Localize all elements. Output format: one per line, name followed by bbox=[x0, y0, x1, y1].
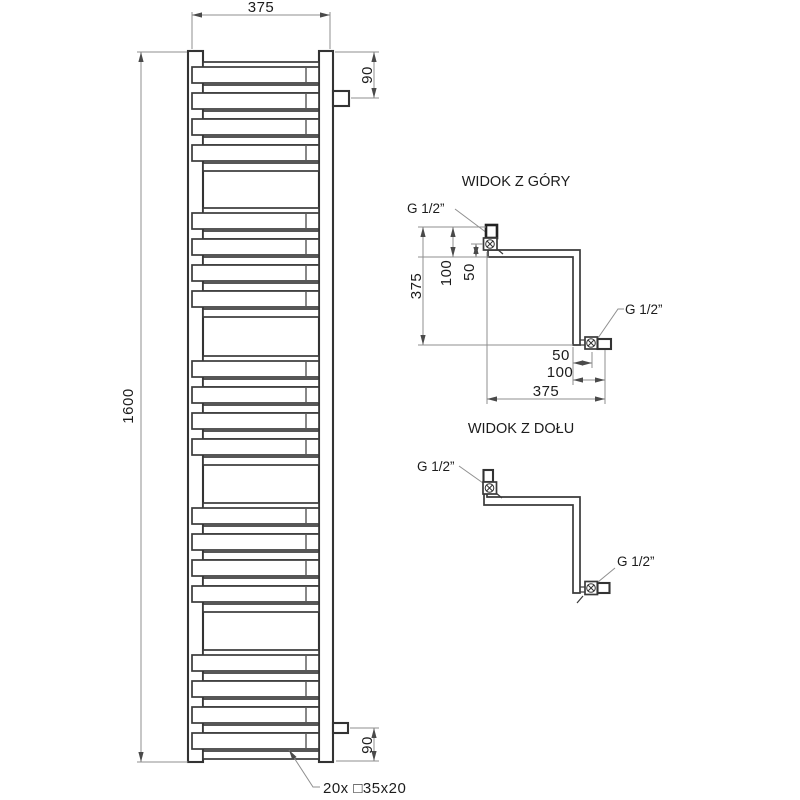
rung-front bbox=[191, 386, 320, 404]
pipe-stub-top-right bbox=[331, 89, 351, 108]
rung-front bbox=[191, 144, 320, 162]
rung-front bbox=[191, 92, 320, 110]
top-view-dim-100: 100 bbox=[438, 260, 455, 287]
dim-height-label: 1600 bbox=[120, 388, 137, 423]
valve-icon bbox=[584, 336, 599, 350]
top-view-dim-50: 50 bbox=[461, 263, 478, 281]
dim-width-label: 375 bbox=[248, 0, 275, 16]
top-view-dim-375: 375 bbox=[408, 273, 425, 300]
valve-cross-line bbox=[587, 339, 595, 347]
rung-back bbox=[202, 525, 320, 535]
top-view-title: WIDOK Z GÓRY bbox=[462, 173, 571, 190]
fitting-stub-icon bbox=[596, 581, 611, 595]
rung-back bbox=[202, 282, 320, 292]
bottom-view-outlet-label: G 1/2” bbox=[617, 554, 655, 569]
rung-front bbox=[191, 118, 320, 136]
rung-front bbox=[191, 290, 320, 308]
rung-back bbox=[202, 750, 320, 760]
rung-front bbox=[191, 654, 320, 672]
rung-spec-label: 20x □35x20 bbox=[323, 780, 406, 797]
tube-profile-top-view bbox=[487, 249, 581, 346]
fitting-stub-icon bbox=[596, 337, 613, 351]
top-view-dim-b50: 50 bbox=[552, 347, 570, 364]
valve-icon bbox=[584, 580, 599, 596]
rung-back bbox=[202, 603, 320, 613]
fitting-stub-icon bbox=[484, 223, 499, 240]
valve-cross-line bbox=[486, 484, 493, 492]
rung-front bbox=[191, 264, 320, 282]
rung-front bbox=[191, 412, 320, 430]
rung-front bbox=[191, 507, 320, 525]
valve-cross-line bbox=[486, 240, 494, 248]
rung-back bbox=[202, 230, 320, 240]
leader-line bbox=[458, 465, 484, 484]
bottom-view-inlet-label: G 1/2” bbox=[417, 459, 455, 474]
valve-icon bbox=[482, 237, 498, 251]
dim-bottom-offset-label: 90 bbox=[359, 736, 376, 754]
bottom-view: WIDOK Z DOŁU G 1/2” G 1/2” bbox=[417, 421, 655, 604]
rung-front bbox=[191, 706, 320, 724]
dim-top-offset-label: 90 bbox=[359, 66, 376, 84]
rung-back bbox=[202, 404, 320, 414]
rung-back bbox=[202, 84, 320, 94]
radiator-rungs bbox=[191, 61, 320, 760]
leader-line bbox=[597, 308, 624, 339]
top-view-dim-b100: 100 bbox=[547, 364, 574, 381]
rung-back bbox=[202, 430, 320, 440]
rung-front bbox=[191, 585, 320, 603]
tube-chamfer-line bbox=[496, 248, 504, 255]
leader-line bbox=[454, 208, 488, 234]
rung-back bbox=[202, 577, 320, 587]
top-view-outlet-label: G 1/2” bbox=[625, 302, 663, 317]
valve-circle bbox=[484, 483, 495, 493]
rung-back bbox=[202, 456, 320, 466]
top-view-inlet-label: G 1/2” bbox=[407, 201, 445, 216]
valve-circle bbox=[485, 239, 495, 249]
rung-back bbox=[202, 256, 320, 266]
rung-back bbox=[202, 698, 320, 708]
top-view: WIDOK Z GÓRY G 1/2” G 1/2” bbox=[407, 173, 663, 404]
pipe-stub-bottom-right bbox=[331, 721, 350, 735]
rung-front bbox=[191, 438, 320, 456]
rung-back bbox=[202, 551, 320, 561]
rung-front bbox=[191, 732, 320, 750]
rung-back bbox=[202, 672, 320, 682]
valve-circle bbox=[586, 338, 596, 348]
main-view-dimensions: 375 1600 90 90 20x □35x20 bbox=[120, 0, 406, 797]
valve-circle bbox=[586, 583, 596, 593]
leader-line-rung-spec bbox=[288, 749, 320, 788]
rung-front bbox=[191, 533, 320, 551]
rung-front bbox=[191, 212, 320, 230]
rung-back bbox=[202, 162, 320, 172]
rung-front bbox=[191, 680, 320, 698]
fitting-stub-icon bbox=[482, 468, 495, 484]
bottom-view-title: WIDOK Z DOŁU bbox=[468, 421, 574, 437]
rung-front bbox=[191, 360, 320, 378]
rung-back bbox=[202, 110, 320, 120]
valve-icon bbox=[482, 481, 498, 495]
rung-front bbox=[191, 66, 320, 84]
leader-line bbox=[597, 567, 616, 583]
main-front-view bbox=[186, 49, 351, 764]
leader-tick bbox=[576, 595, 584, 604]
rung-back bbox=[202, 378, 320, 388]
rung-front bbox=[191, 559, 320, 577]
rung-front bbox=[191, 238, 320, 256]
rung-back bbox=[202, 136, 320, 146]
valve-cross-line bbox=[587, 584, 595, 592]
top-view-dim-b375: 375 bbox=[533, 383, 560, 400]
tube-profile-bottom-view bbox=[483, 491, 581, 594]
collector-right bbox=[317, 49, 335, 764]
rung-back bbox=[202, 724, 320, 734]
rung-back bbox=[202, 308, 320, 318]
